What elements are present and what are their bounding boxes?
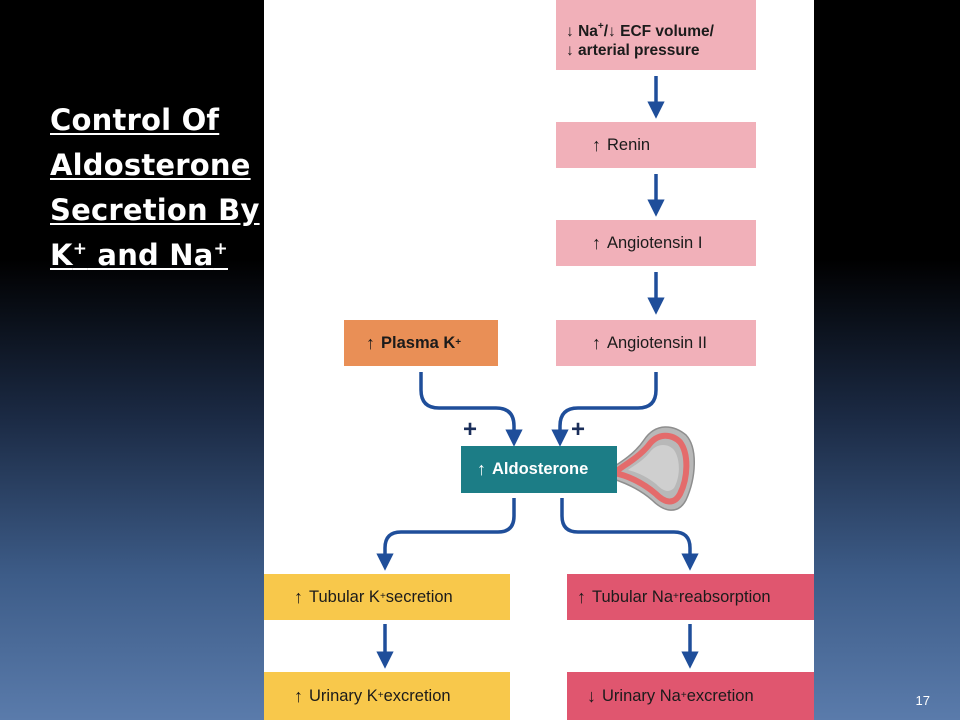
- box-tubular-k: ↑Tubular K+ secretion: [264, 574, 510, 620]
- stimulus-pressure: arterial pressure: [573, 42, 700, 59]
- arrow-aldosterone-to-tubular-na: [560, 498, 699, 571]
- arrow-up-icon: ↑: [294, 685, 303, 706]
- box-urinary-na: ↓Urinary Na+ excretion: [567, 672, 814, 720]
- arrow-up-icon: ↑: [477, 459, 486, 479]
- flow-arrows: [376, 76, 699, 669]
- tubular-na-suffix: reabsorption: [678, 587, 771, 606]
- arrow-down-icon: ↓: [566, 23, 574, 40]
- tubular-na-label: Tubular Na: [592, 587, 674, 606]
- angiotensin-1-label: Angiotensin I: [607, 233, 703, 252]
- stimulus-na: Na: [578, 23, 598, 40]
- title-line-2: Aldosterone: [50, 148, 251, 182]
- arrow-up-icon: ↑: [577, 586, 586, 607]
- plus-sign-plasma-k: +: [462, 416, 477, 443]
- tubular-k-label: Tubular K: [309, 587, 380, 606]
- stimulus-na-plus: +: [597, 21, 604, 32]
- box-stimulus: ↓ Na+/↓ ECF volume/ ↓ arterial pressure: [556, 0, 756, 70]
- arrow-up-icon: ↑: [592, 134, 601, 155]
- stimulus-line-2: ↓ arterial pressure: [566, 41, 700, 60]
- title-line-1: Control Of: [50, 103, 220, 137]
- box-urinary-k: ↑Urinary K+ excretion: [264, 672, 510, 720]
- urinary-na-suffix: excretion: [686, 686, 754, 705]
- diagram-panel: + + ↓ Na+/↓ ECF volume/ ↓ arterial press…: [264, 0, 814, 720]
- arrow-plasma-k-to-aldosterone: [419, 372, 523, 447]
- tubular-k-suffix: secretion: [385, 587, 453, 606]
- renin-label: Renin: [607, 135, 651, 154]
- title-na-plus: +: [213, 239, 228, 259]
- angiotensin-2-label: Angiotensin II: [607, 333, 707, 352]
- stimulus-line-1: ↓ Na+/↓ ECF volume/: [566, 22, 714, 41]
- arrow-down-icon: ↓: [608, 23, 616, 40]
- arrow-aldosterone-to-tubular-k: [376, 498, 516, 571]
- urinary-na-label: Urinary Na: [602, 686, 681, 705]
- title-line-4: K+ and Na+: [50, 233, 260, 278]
- stimulus-ecf: ECF volume/: [615, 23, 714, 40]
- arrow-up-icon: ↑: [366, 332, 375, 353]
- arrow-up-icon: ↑: [592, 232, 601, 253]
- box-plasma-k: ↑Plasma K+: [344, 320, 498, 366]
- title-and-na: and Na: [87, 238, 214, 272]
- box-angiotensin-2: ↑ Angiotensin II: [556, 320, 756, 366]
- box-aldosterone: ↑ Aldosterone: [461, 446, 617, 493]
- page-number: 17: [915, 693, 930, 708]
- stimulus-slash: /: [603, 23, 609, 40]
- plus-sign-angiotensin: +: [570, 416, 585, 443]
- arrow-up-icon: ↑: [592, 332, 601, 353]
- arrow-down-icon: ↓: [566, 42, 574, 59]
- plasma-k-label: Plasma K: [381, 333, 456, 352]
- box-tubular-na: ↑Tubular Na+ reabsorption: [567, 574, 814, 620]
- aldosterone-label: Aldosterone: [492, 460, 589, 478]
- title-line-3: Secretion By: [50, 193, 260, 227]
- box-renin: ↑ Renin: [556, 122, 756, 168]
- urinary-k-label: Urinary K: [309, 686, 378, 705]
- urinary-k-suffix: excretion: [383, 686, 451, 705]
- arrow-up-icon: ↑: [294, 586, 303, 607]
- slide-title: Control Of Aldosterone Secretion By K+ a…: [50, 98, 260, 278]
- title-k: K: [50, 238, 73, 272]
- box-angiotensin-1: ↑ Angiotensin I: [556, 220, 756, 266]
- title-k-plus: +: [72, 239, 88, 259]
- arrow-angiotensin-2-to-aldosterone: [551, 372, 658, 447]
- arrow-down-icon: ↓: [587, 685, 596, 706]
